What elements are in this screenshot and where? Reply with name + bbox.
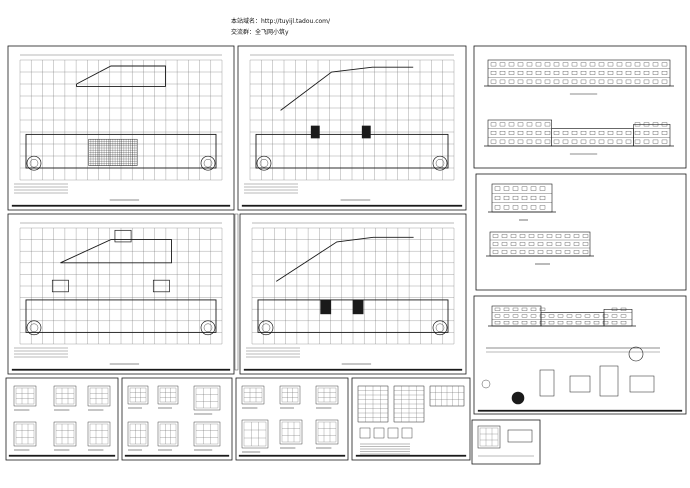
ramp-outline — [60, 239, 172, 264]
ramp-outline — [280, 66, 414, 111]
elevation-drawing — [484, 59, 674, 87]
floor-plan-4 — [239, 213, 467, 375]
ramp-outline — [76, 65, 166, 87]
detail-sheet-1 — [5, 377, 119, 461]
hatch-area — [88, 138, 138, 166]
elevation-sheet-1 — [473, 45, 687, 169]
elevation-sheet-2 — [475, 173, 687, 291]
detail-sheet-3 — [235, 377, 349, 461]
elevation-drawing — [486, 231, 594, 257]
section-detail-sheet — [473, 295, 687, 415]
elevation-drawing — [488, 183, 556, 213]
header-site-url: 本站域名：http://tuyijl.tadou.com/ — [231, 18, 331, 25]
floor-plan-2 — [237, 45, 467, 211]
elevation-drawing — [484, 119, 674, 147]
ramp-outline — [275, 236, 414, 282]
sheet-divider-strip — [234, 213, 239, 371]
detail-sheet-2 — [121, 377, 233, 461]
floor-plan-1 — [7, 45, 235, 211]
floor-plan-3 — [7, 213, 235, 375]
schedule-table-sheet — [351, 377, 471, 461]
header-group-line: 交流群：全飞网小筑y — [231, 29, 289, 36]
small-detail-sheet — [471, 419, 541, 465]
elevation-drawing — [488, 305, 636, 327]
